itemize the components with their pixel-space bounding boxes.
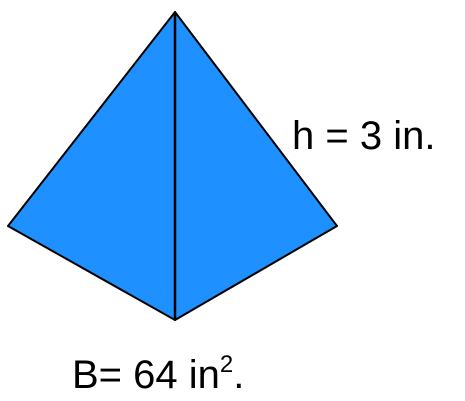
height-label: h = 3 in. — [292, 114, 436, 158]
base-area-period: . — [233, 353, 245, 397]
base-area-text: B= 64 in — [72, 353, 220, 397]
base-area-exponent: 2 — [219, 351, 234, 378]
base-area-label: B= 64 in2. — [72, 353, 245, 397]
pyramid-right-face — [174, 11, 338, 321]
pyramid-left-face — [7, 11, 176, 321]
